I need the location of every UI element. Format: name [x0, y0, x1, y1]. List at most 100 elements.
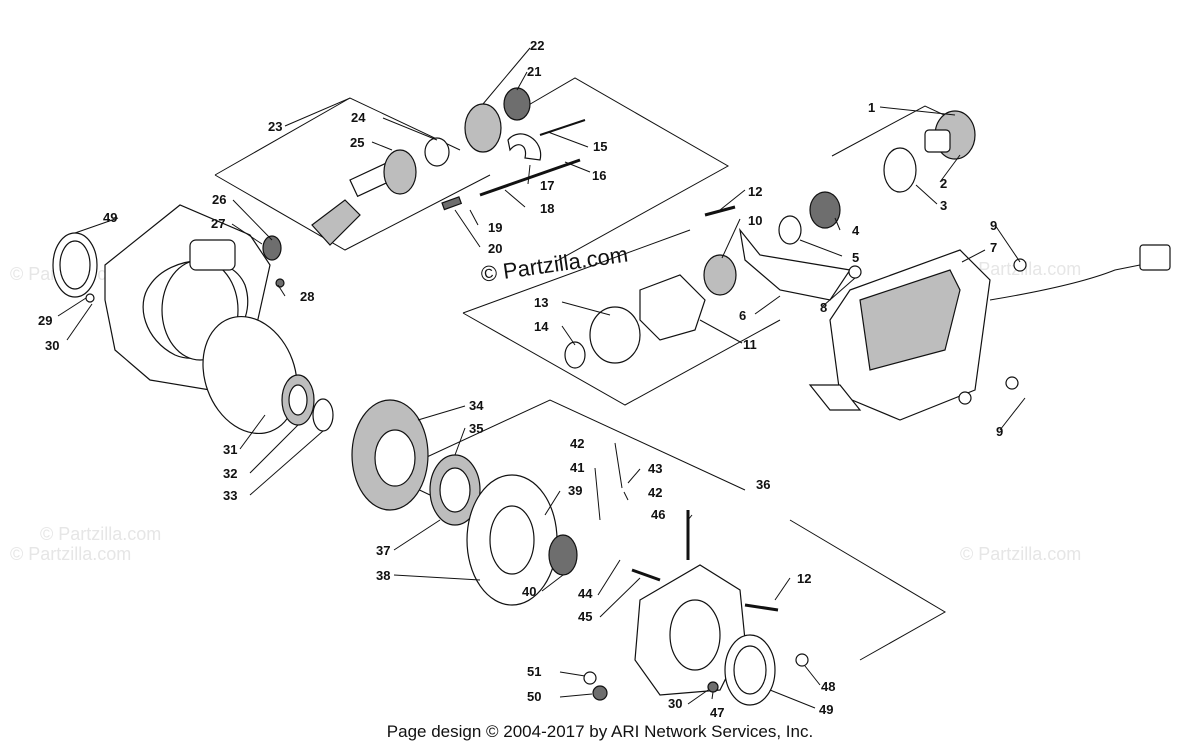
leader-lines: [57, 47, 1026, 709]
bolt-12-top: [704, 205, 736, 217]
yoke-spline: [924, 129, 951, 153]
callout-16: 16: [592, 168, 606, 183]
ring-gear-hub: [374, 429, 416, 487]
pinion-gear: [311, 199, 361, 246]
bearing-24: [424, 137, 450, 167]
callout-15: 15: [593, 139, 607, 154]
callout-29: 29: [38, 313, 52, 328]
callout-40: 40: [522, 584, 536, 599]
callout-17: 17: [540, 178, 554, 193]
callout-10: 10: [748, 213, 762, 228]
shift-fork: [507, 133, 542, 161]
callout-37: 37: [376, 543, 390, 558]
callout-44: 44: [578, 586, 593, 601]
callout-32: 32: [223, 466, 237, 481]
callout-7: 7: [990, 240, 997, 255]
callout-30-left: 30: [45, 338, 59, 353]
o-ring-large: [202, 315, 298, 435]
washer-29: [85, 293, 95, 303]
bracket-23-left: [214, 97, 351, 176]
seal-4: [809, 191, 841, 229]
o-ring-33: [312, 398, 334, 432]
callout-8: 8: [820, 300, 827, 315]
callout-46: 46: [651, 507, 665, 522]
screw-9-bottom: [1005, 376, 1019, 390]
spacer-27: [262, 235, 282, 261]
watermark-faint: © Partzilla.com: [960, 544, 1081, 564]
watermark-faint: © Partzilla.com: [10, 544, 131, 564]
seal-left-inner: [59, 240, 91, 290]
o-ring-51: [583, 671, 597, 685]
callout-49-bottom: 49: [819, 702, 833, 717]
callout-12-top: 12: [748, 184, 762, 199]
footer-credit: Page design © 2004-2017 by ARI Network S…: [386, 722, 814, 741]
callout-47: 47: [710, 705, 724, 720]
plug-50: [592, 685, 608, 701]
bearing-35-bore: [439, 467, 471, 513]
bearing-11: [703, 254, 737, 296]
collar-22: [464, 103, 502, 153]
shift-rod: [479, 158, 581, 197]
o-ring-8: [848, 265, 862, 279]
ring-14: [564, 341, 586, 369]
seal-40: [548, 534, 578, 576]
callout-35: 35: [469, 421, 483, 436]
bracket-15: [519, 77, 730, 263]
callouts: 22 21 23 24 25 26 27 49 28 29 30 15 16 1…: [38, 38, 1003, 720]
callout-24: 24: [351, 110, 366, 125]
callout-42-bottom: 42: [648, 485, 662, 500]
callout-14: 14: [534, 319, 549, 334]
callout-25: 25: [350, 135, 364, 150]
bracket-36: [387, 399, 746, 491]
actuator-assembly: [808, 244, 1171, 421]
callout-39: 39: [568, 483, 582, 498]
nut-47: [707, 681, 719, 693]
callout-19: 19: [488, 220, 502, 235]
callout-6: 6: [739, 308, 746, 323]
ring-3: [883, 147, 917, 193]
callout-21: 21: [527, 64, 541, 79]
bearing-32-bore: [288, 384, 308, 416]
callout-11: 11: [743, 337, 757, 352]
bracket-36-right: [789, 519, 946, 661]
cam-plate-bore: [489, 505, 535, 575]
callout-9-top: 9: [990, 218, 997, 233]
callout-34: 34: [469, 398, 484, 413]
callout-41: 41: [570, 460, 584, 475]
bracket-11-top: [462, 229, 691, 314]
bearing-housing: [639, 274, 706, 341]
snap-ring-5: [778, 215, 802, 245]
callout-30-bottom: 30: [668, 696, 682, 711]
spring-20: [441, 196, 463, 211]
callout-18: 18: [540, 201, 554, 216]
callout-42-top: 42: [570, 436, 584, 451]
callout-49-left: 49: [103, 210, 117, 225]
group-brackets: [214, 77, 973, 661]
callout-45: 45: [578, 609, 592, 624]
callout-20: 20: [488, 241, 502, 256]
callout-48: 48: [821, 679, 835, 694]
watermark-faint: © Partzilla.com: [40, 524, 161, 544]
washer-48: [795, 653, 809, 667]
callout-43: 43: [648, 461, 662, 476]
screw-9-mid: [958, 391, 972, 405]
callout-33: 33: [223, 488, 237, 503]
callout-36: 36: [756, 477, 770, 492]
callout-2: 2: [940, 176, 947, 191]
bracket-11-bottom: [462, 312, 781, 406]
shift-pin: [539, 119, 586, 136]
callout-28: 28: [300, 289, 314, 304]
callout-1: 1: [868, 100, 875, 115]
callout-4: 4: [852, 223, 860, 238]
bracket-23-bottom: [214, 174, 491, 251]
callout-22: 22: [530, 38, 544, 53]
bearing-21: [503, 87, 531, 121]
callout-38: 38: [376, 568, 390, 583]
gasket-13: [589, 306, 641, 364]
bolt-12-bottom: [744, 603, 779, 612]
callout-50: 50: [527, 689, 541, 704]
callout-5: 5: [852, 250, 859, 265]
callout-12-bottom: 12: [797, 571, 811, 586]
callout-51: 51: [527, 664, 541, 679]
